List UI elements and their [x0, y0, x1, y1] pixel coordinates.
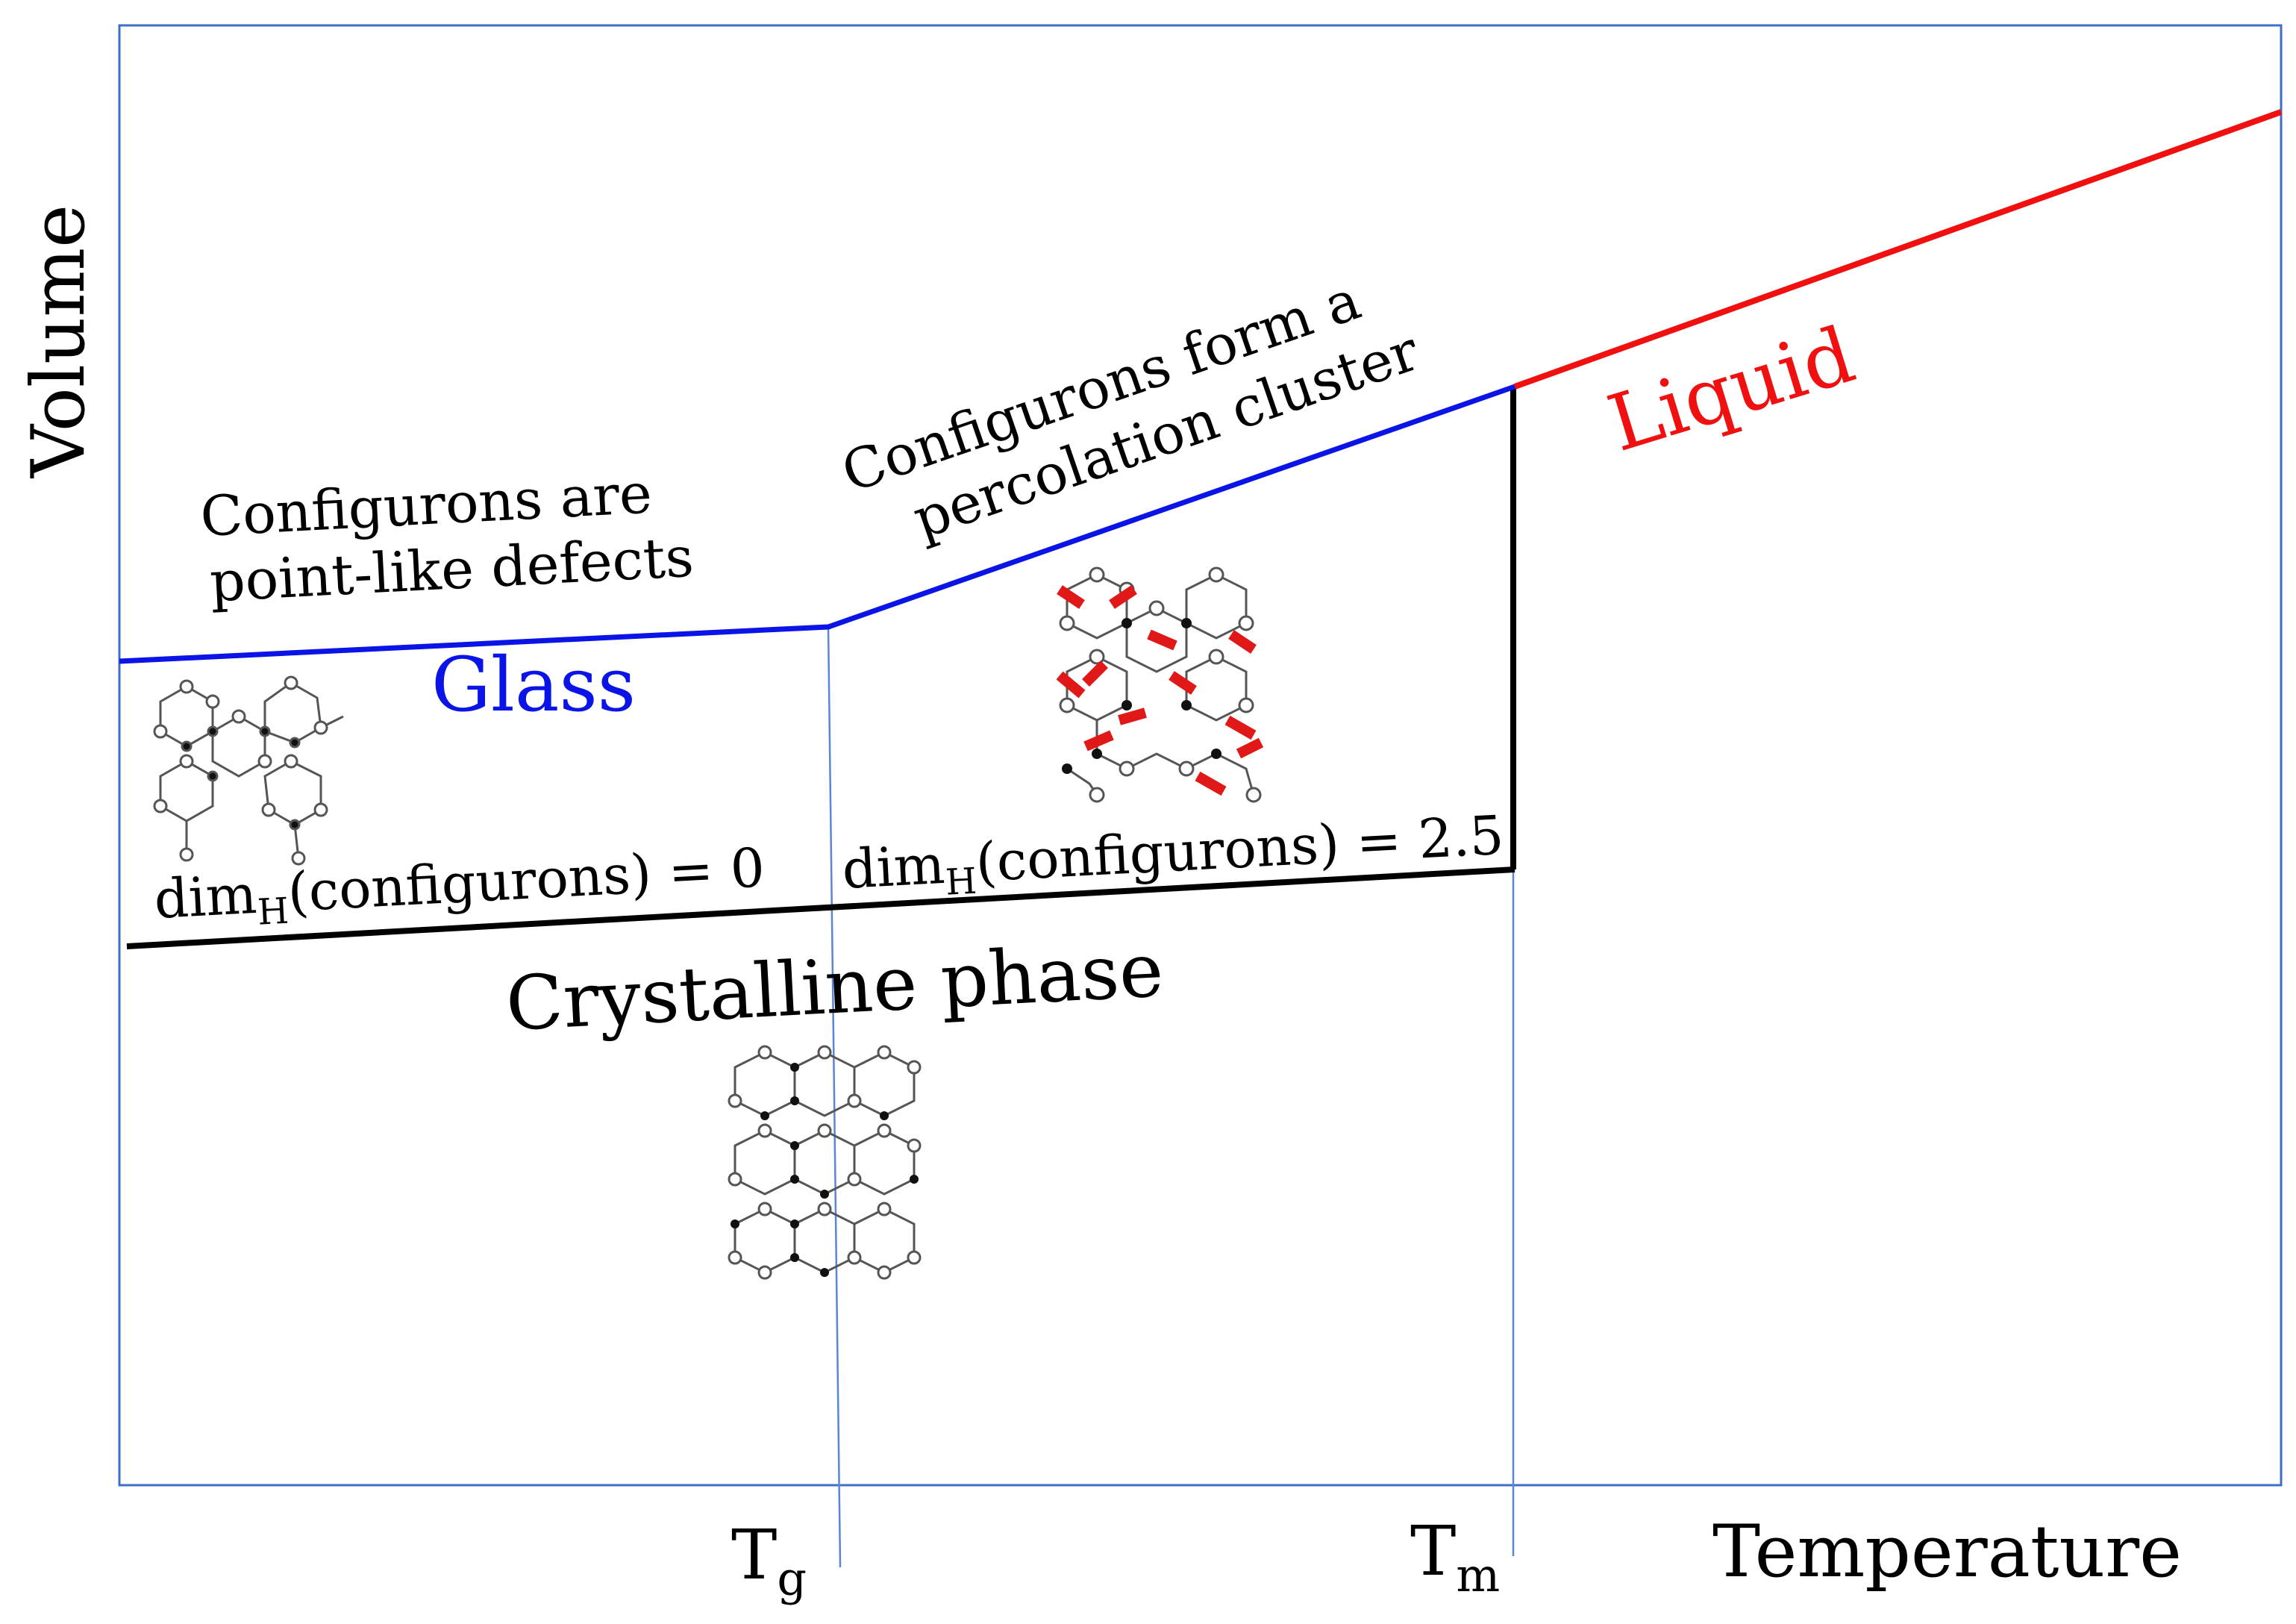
- liquid-line: [1513, 109, 2283, 390]
- tm-label: Tm: [1410, 1511, 1500, 1602]
- percolation-network-sketch: [1056, 566, 1264, 803]
- plot-frame: [118, 24, 2283, 1487]
- liquid-label: Liquid: [1598, 309, 1865, 469]
- y-axis-label: Volume: [16, 204, 101, 478]
- glass-network-sketch: [153, 675, 344, 866]
- dim-percolation-label: dimH(configurons) = 2.5: [840, 804, 1505, 909]
- crystalline-label: Crystalline phase: [504, 926, 1166, 1048]
- tg-label: Tg: [731, 1515, 807, 1606]
- crystal-lattice-sketch: [728, 1045, 922, 1280]
- point-defects-annotation: Configurons are point-like defects: [198, 460, 695, 615]
- glass-line: [119, 384, 1516, 664]
- x-axis-label: Temperature: [1712, 1510, 2182, 1593]
- dim-zero-label: dimH(configurons) = 0: [152, 836, 766, 939]
- glass-label: Glass: [431, 641, 636, 728]
- tg-guide-line: [827, 626, 842, 1568]
- crystal-line: [126, 866, 1515, 949]
